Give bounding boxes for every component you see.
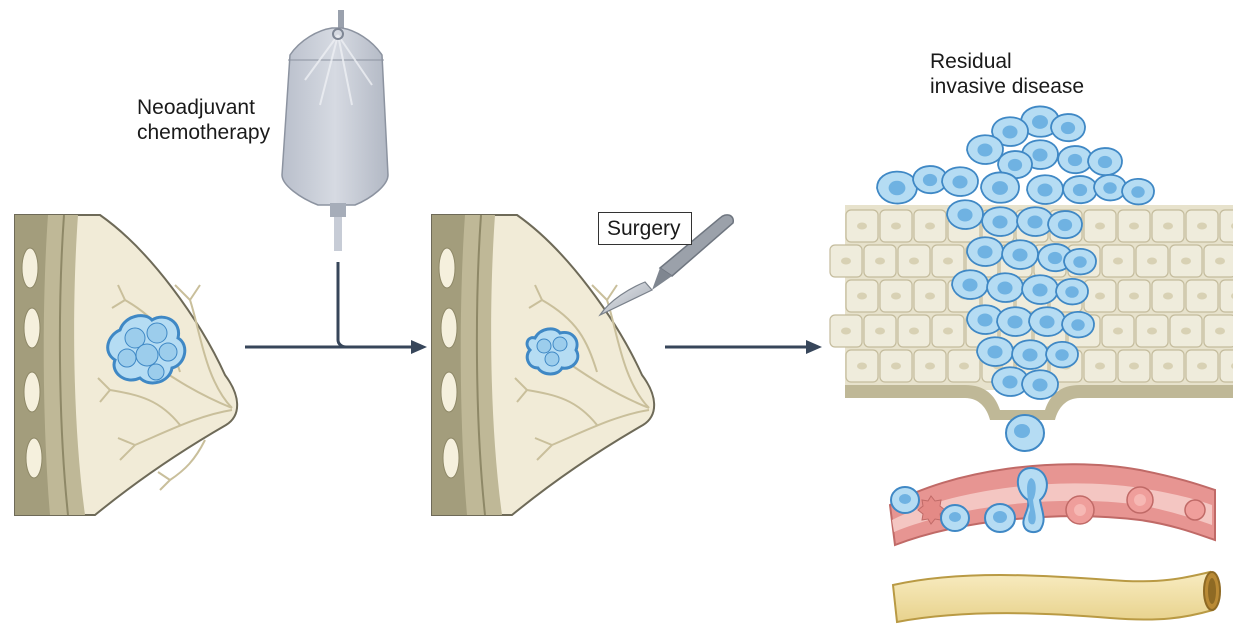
neoadjuvant-line2: chemotherapy (137, 120, 270, 145)
residual-line1: Residual (930, 49, 1084, 74)
shrunken-tumor-icon (527, 329, 578, 374)
breast-after-icon (432, 215, 654, 515)
arrow-head-2 (806, 340, 822, 354)
blood-vessel-icon (890, 464, 1215, 545)
arrow-head-1 (411, 340, 427, 354)
residual-line2: invasive disease (930, 74, 1084, 99)
breast-before-icon (15, 215, 237, 515)
neoadjuvant-chemotherapy-label: Neoadjuvant chemotherapy (137, 95, 270, 145)
iv-bag-icon (282, 10, 388, 251)
migrating-cell-icon (1006, 415, 1044, 451)
residual-invasive-disease-label: Residual invasive disease (930, 49, 1084, 99)
neoadjuvant-line1: Neoadjuvant (137, 95, 270, 120)
chemo-line (338, 262, 415, 347)
lymphatic-vessel-icon (893, 572, 1220, 622)
surgery-label: Surgery (598, 212, 692, 245)
